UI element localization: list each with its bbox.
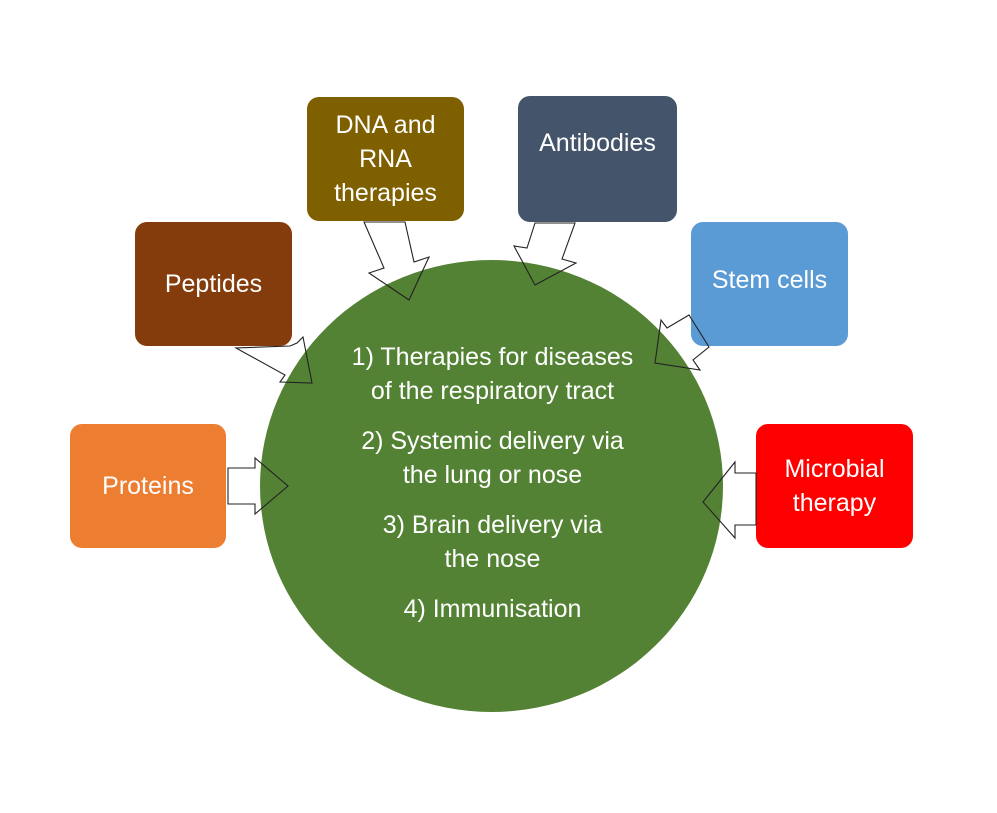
node-stem-cells: Stem cells [691,222,848,346]
center-item: 1) Therapies for diseases of the respira… [351,343,634,405]
node-microbial-therapy: Microbial therapy [756,424,913,548]
center-circle [260,260,723,712]
center-item: 3) Brain delivery via the nose [382,511,603,573]
node-proteins: Proteins [70,424,226,548]
node-peptides: Peptides [135,222,292,346]
node-label: Proteins [102,472,194,500]
center-circle-text: 1) Therapies for diseases of the respira… [300,340,685,642]
node-label: Peptides [164,270,263,298]
node-antibodies: Antibodies [518,96,677,222]
node-label: Stem cells [711,266,828,294]
node-dna-rna-therapies: DNA and RNA therapies [307,97,464,221]
node-label: Antibodies [539,129,656,157]
center-item: 2) Systemic delivery via the lung or nos… [361,427,624,489]
node-label: Microbial therapy [784,455,885,517]
node-label: DNA and RNA therapies [334,111,437,207]
center-item: 4) Immunisation [403,595,582,623]
